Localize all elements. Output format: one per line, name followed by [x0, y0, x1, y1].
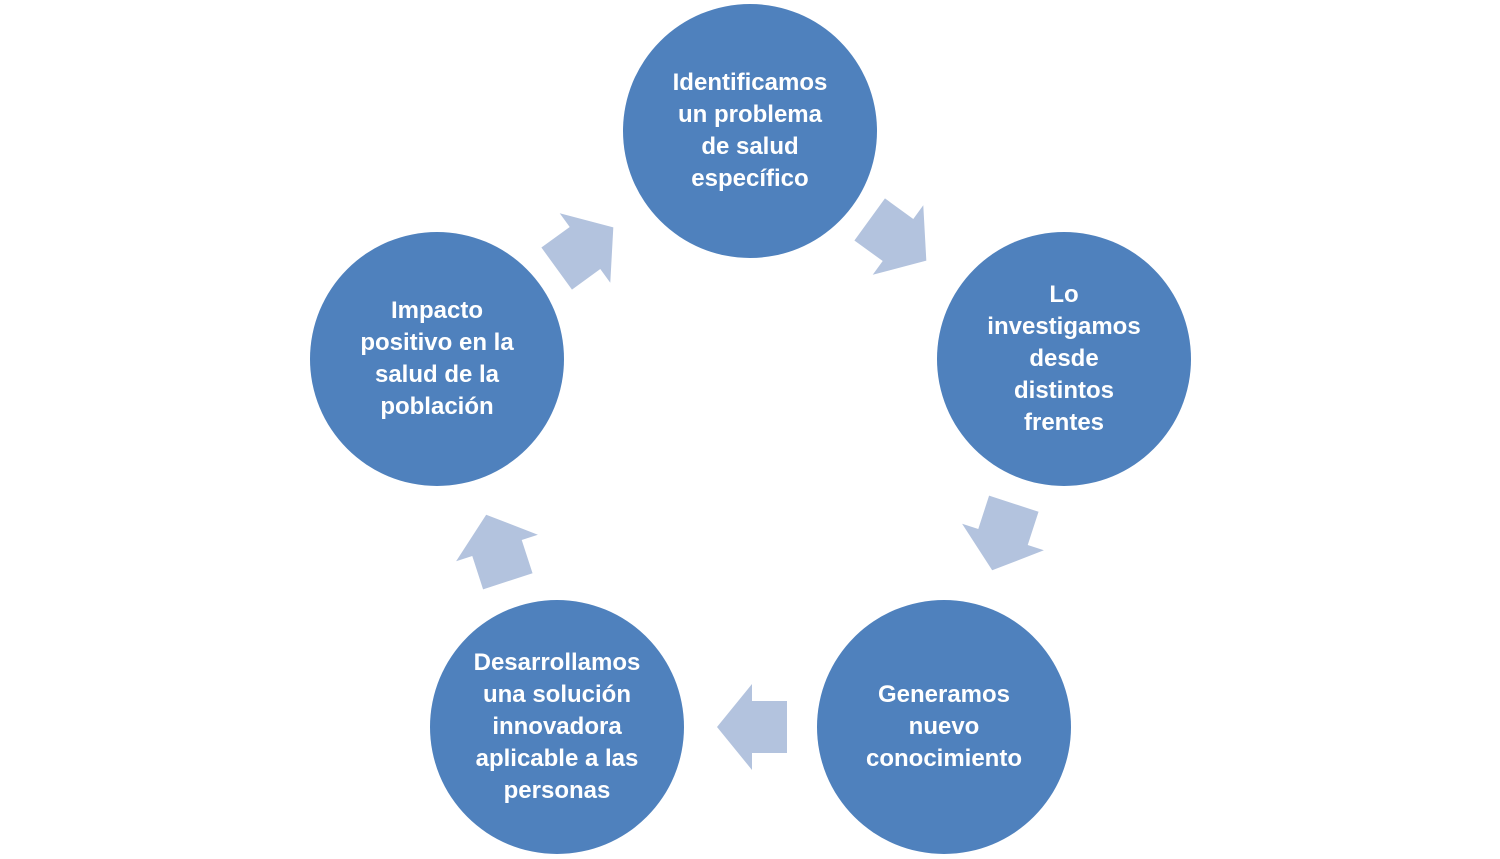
node-positive-impact: Impacto positivo en la salud de la pobla…	[310, 232, 564, 486]
node-label: Identificamos un problema de salud espec…	[672, 69, 828, 192]
arrow-icon	[854, 198, 927, 275]
node-label: Lo investigamos desde distintos frentes	[987, 281, 1141, 436]
arrow-icon	[717, 684, 787, 770]
node-label: Impacto positivo en la salud de la pobla…	[360, 297, 514, 420]
node-label: Desarrollamos una solución innovadora ap…	[473, 649, 641, 804]
node-investigate: Lo investigamos desde distintos frentes	[937, 232, 1191, 486]
node-label: Generamos nuevo conocimiento	[865, 681, 1022, 772]
arrow-icon	[541, 213, 614, 290]
arrow-icon	[962, 495, 1044, 571]
node-new-knowledge: Generamos nuevo conocimiento	[817, 600, 1071, 854]
node-develop-solution: Desarrollamos una solución innovadora ap…	[430, 600, 684, 854]
arrow-icon	[456, 514, 538, 590]
node-identify-problem: Identificamos un problema de salud espec…	[623, 4, 877, 258]
